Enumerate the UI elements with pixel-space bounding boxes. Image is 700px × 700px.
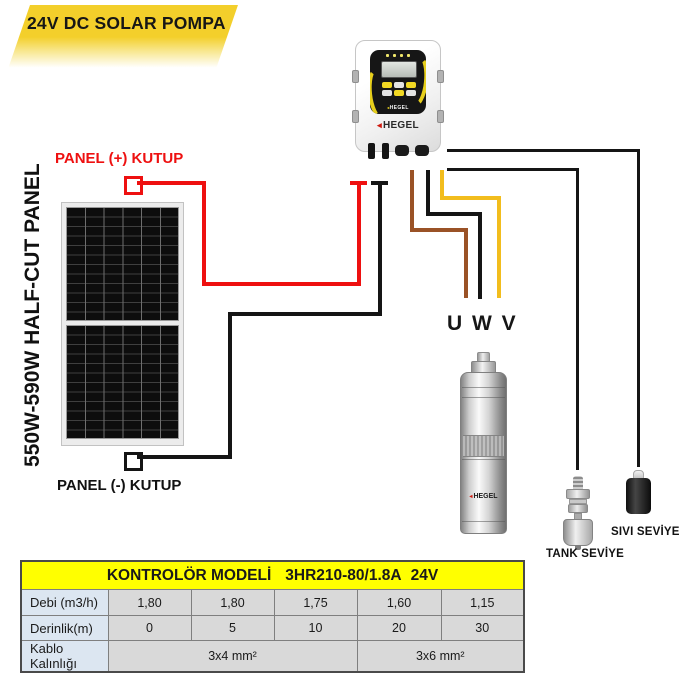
debi-value: 1,75 [273, 589, 358, 616]
status-led-row [370, 54, 426, 57]
solar-panel-half-cut-gap [66, 321, 179, 325]
table-header-title: KONTROLÖR MODELİ [106, 566, 272, 584]
cable-connector [415, 145, 429, 156]
pump-controller-image: ◂HEGEL ◂HEGEL [352, 40, 444, 159]
controller-spec-table: KONTROLÖR MODELİ 3HR210-80/1.8A 24V Debi (… [20, 560, 526, 673]
panel-positive-connector [124, 176, 143, 195]
kablo-value: 3x6 mm² [356, 640, 525, 673]
controller-clip [437, 110, 444, 123]
positive-wire-terminal [350, 181, 367, 185]
solar-panel-image [61, 202, 184, 446]
table-header: KONTROLÖR MODELİ 3HR210-80/1.8A 24V [20, 560, 525, 590]
tank-level-label: TANK SEVİYE [546, 548, 625, 560]
table-header-model: 3HR210-80/1.8A [285, 566, 402, 584]
panel-negative-label: PANEL (-) KUTUP [57, 477, 182, 494]
liquid-sensor-wire-segment [447, 149, 640, 152]
liquid-level-label: SIVI SEVİYE [611, 526, 680, 538]
derinlik-value: 20 [356, 615, 442, 641]
liquid-sensor-wire-segment [637, 149, 640, 467]
derinlik-value: 10 [273, 615, 358, 641]
float-washer [569, 499, 587, 504]
row-label-debi: Debi (m3/h) [20, 589, 109, 616]
row-label-derinlik: Derinlik(m) [20, 615, 109, 641]
table-row: Kablo Kalınlığı 3x4 mm² 3x6 mm² [20, 640, 525, 673]
phase-v-wire-segment [440, 196, 501, 200]
table-row: Derinlik(m) 0 5 10 20 30 [20, 615, 525, 641]
lcd-display [381, 61, 417, 78]
phase-w-wire-segment [478, 212, 482, 299]
negative-wire-segment [378, 185, 382, 316]
kablo-value: 3x4 mm² [107, 640, 358, 673]
brand-chevron-icon: ◂ [469, 494, 473, 500]
phase-w-wire-segment [426, 170, 430, 216]
phase-u-wire-segment [410, 228, 468, 232]
controller-clip [352, 70, 359, 83]
derinlik-value: 0 [107, 615, 192, 641]
submersible-pump-image: ◂HEGEL [460, 352, 507, 534]
float-threaded-stem [573, 476, 583, 489]
positive-wire-segment [202, 181, 206, 286]
positive-wire-segment [137, 181, 206, 185]
negative-wire-segment [228, 312, 232, 459]
table-header-voltage: 24V [410, 566, 439, 584]
controller-clip [352, 110, 359, 123]
debi-value: 1,15 [440, 589, 525, 616]
panel-positive-label: PANEL (+) KUTUP [55, 150, 184, 167]
float-hex-nut [566, 489, 590, 499]
tank-level-float-switch [563, 476, 593, 550]
cable-connector [395, 145, 409, 156]
phase-u-wire-segment [464, 228, 468, 298]
controller-clip [437, 70, 444, 83]
negative-wire-segment [228, 312, 382, 316]
debi-value: 1,80 [190, 589, 275, 616]
phase-v-wire-segment [440, 170, 444, 200]
pump-body: ◂HEGEL [460, 372, 507, 534]
solar-panel-lower-half [66, 325, 179, 439]
solar-panel-side-label: 550W-590W HALF-CUT PANEL [21, 163, 44, 467]
positive-wire-segment [202, 282, 361, 286]
table-row: Debi (m3/h) 1,80 1,80 1,75 1,60 1,15 [20, 589, 525, 616]
controller-front-panel: ◂HEGEL [370, 50, 426, 114]
brand-chevron-icon: ◂ [387, 105, 390, 110]
derinlik-value: 30 [440, 615, 525, 641]
debi-value: 1,60 [356, 589, 442, 616]
phase-u-wire-segment [410, 170, 414, 232]
cable-gland [368, 143, 375, 159]
solar-panel-upper-half [66, 207, 179, 321]
controller-brand-logo: ◂HEGEL [377, 120, 419, 131]
phase-labels: U W V [447, 312, 518, 335]
phase-v-wire-segment [497, 196, 501, 298]
cable-gland [382, 143, 389, 159]
controller-buttons [382, 82, 416, 96]
page-title: 24V DC SOLAR POMPA [27, 13, 226, 33]
pump-intake-screen [463, 435, 504, 457]
positive-wire-segment [357, 185, 361, 286]
float-lock-nut [568, 504, 588, 513]
row-label-kablo: Kablo Kalınlığı [20, 640, 109, 673]
brand-chevron-icon: ◂ [377, 120, 382, 130]
liquid-level-sensor [626, 470, 651, 514]
debi-value: 1,80 [107, 589, 192, 616]
tank-sensor-wire-segment [447, 168, 579, 171]
derinlik-value: 5 [190, 615, 275, 641]
negative-wire-terminal [371, 181, 388, 185]
pump-brand-logo: ◂HEGEL [469, 493, 498, 500]
float-body [563, 519, 593, 546]
sensor-body [626, 478, 651, 514]
phase-w-wire-segment [426, 212, 482, 216]
tank-sensor-wire-segment [576, 168, 579, 470]
negative-wire-segment [137, 455, 232, 459]
controller-panel-brand: ◂HEGEL [387, 105, 409, 111]
float-tip [575, 545, 581, 550]
